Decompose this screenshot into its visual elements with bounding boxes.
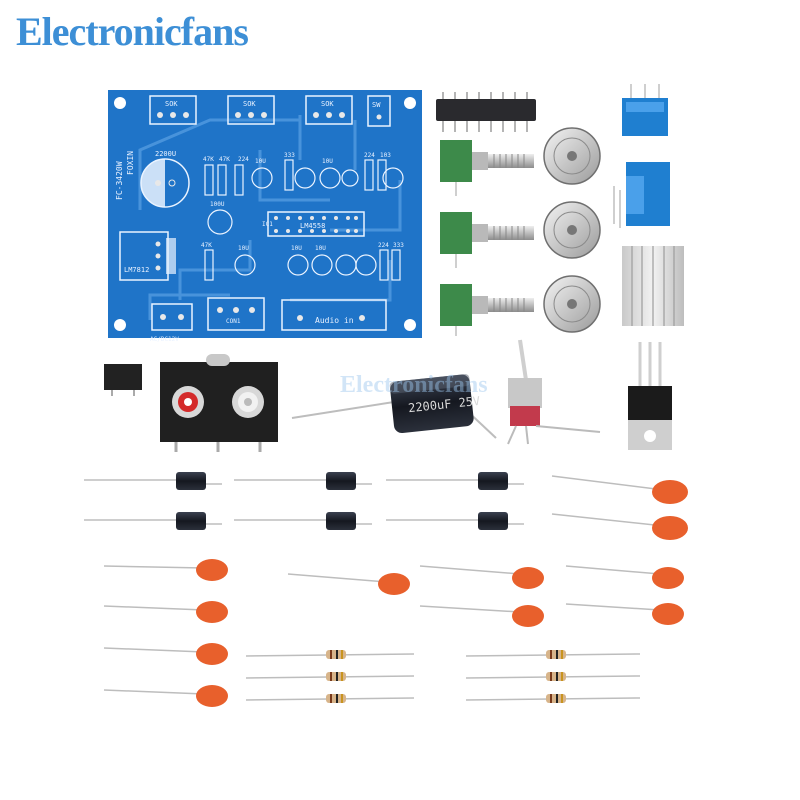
small-electrolytic-3 bbox=[386, 472, 524, 490]
svg-text:103: 103 bbox=[380, 152, 391, 159]
watermark: Electronicfans bbox=[340, 372, 488, 398]
svg-text:10U: 10U bbox=[291, 245, 302, 252]
ceramic-cap-3 bbox=[103, 559, 228, 581]
sw-label: SW bbox=[372, 101, 381, 109]
ceramic-cap-8 bbox=[419, 565, 544, 589]
svg-text:47K: 47K bbox=[203, 156, 214, 163]
sok3-label: SOK bbox=[321, 100, 334, 108]
svg-text:333: 333 bbox=[284, 152, 295, 159]
svg-text:10U: 10U bbox=[255, 158, 266, 165]
svg-text:10U: 10U bbox=[322, 158, 333, 165]
sok2-label: SOK bbox=[243, 100, 256, 108]
resistor-5 bbox=[465, 672, 641, 681]
ceramic-cap-6 bbox=[103, 685, 228, 707]
brand-mark-label: FOXIN bbox=[126, 151, 135, 175]
con-out-label: CON1 bbox=[226, 318, 241, 325]
ceramic-cap-4 bbox=[103, 601, 228, 623]
sok-connector-1: SOK bbox=[149, 95, 197, 125]
small-electrolytic-5 bbox=[234, 512, 372, 530]
svg-text:47K: 47K bbox=[219, 156, 230, 163]
svg-text:333: 333 bbox=[393, 242, 404, 249]
rca-jack bbox=[160, 354, 278, 452]
electrolytic-capacitor-large: 2200uF 25V bbox=[291, 374, 497, 439]
toggle-switch bbox=[507, 339, 601, 445]
switch-footprint: SW bbox=[367, 95, 391, 127]
big-capacitor-footprint: 2200U bbox=[140, 150, 190, 208]
small-electrolytic-1 bbox=[84, 472, 222, 490]
resistor-3 bbox=[245, 694, 415, 703]
potentiometer-1 bbox=[440, 140, 534, 196]
resistor-labels: 47K 47K 224 333 224 103 47K 224 333 bbox=[201, 152, 404, 249]
ceramic-cap-2 bbox=[551, 513, 688, 540]
svg-text:224: 224 bbox=[378, 242, 389, 249]
ceramic-cap-9 bbox=[419, 605, 544, 627]
sok1-label: SOK bbox=[165, 100, 178, 108]
ceramic-cap-5 bbox=[103, 643, 228, 665]
ic-code-label: IC1 bbox=[262, 221, 273, 228]
resistor-6 bbox=[465, 694, 641, 703]
model-label: FC-3420W bbox=[115, 161, 124, 200]
power-connector-footprint: AC/DC12V bbox=[150, 303, 193, 343]
pcb-board: SOK SOK SOK SW FC-3420W FOXIN 2200U bbox=[108, 90, 422, 343]
trimmer-pot-1 bbox=[622, 84, 668, 136]
cap-big-label: 2200U bbox=[155, 150, 176, 158]
ceramic-capacitors bbox=[103, 475, 688, 707]
resistor-2 bbox=[245, 672, 415, 681]
potentiometer-3 bbox=[440, 284, 534, 336]
ceramic-cap-7 bbox=[287, 573, 410, 595]
audio-in-label: Audio in bbox=[315, 316, 354, 325]
ic-label: LM4558 bbox=[300, 222, 325, 230]
regulator-label: LM7812 bbox=[124, 266, 149, 274]
svg-text:224: 224 bbox=[364, 152, 375, 159]
svg-text:47K: 47K bbox=[201, 242, 212, 249]
brand-logo: Electronicfans bbox=[16, 9, 249, 54]
ceramic-cap-1 bbox=[551, 475, 688, 504]
bridge-rectifier bbox=[104, 364, 142, 396]
voltage-regulator bbox=[628, 342, 672, 450]
sok-connector-2: SOK bbox=[227, 95, 275, 125]
output-connector-footprint: CON1 bbox=[207, 297, 265, 331]
knob-2 bbox=[543, 201, 601, 259]
svg-text:10U: 10U bbox=[315, 245, 326, 252]
audio-in-footprint: Audio in bbox=[281, 299, 387, 331]
power-label: AC/DC12V bbox=[150, 336, 179, 343]
resistor-4 bbox=[465, 650, 641, 659]
cap-100u-label: 100U bbox=[210, 201, 225, 208]
ic-chip bbox=[436, 92, 536, 132]
resistor-1 bbox=[245, 650, 415, 659]
small-electrolytic-4 bbox=[84, 512, 222, 530]
resistors bbox=[245, 650, 641, 703]
potentiometer-2 bbox=[440, 212, 534, 268]
heatsink bbox=[622, 246, 684, 326]
svg-text:10U: 10U bbox=[238, 245, 249, 252]
sok-connector-3: SOK bbox=[305, 95, 353, 125]
ceramic-cap-11 bbox=[565, 603, 684, 625]
trimmer-pot-2 bbox=[613, 162, 670, 228]
electrolytic-capacitors-small bbox=[84, 472, 524, 530]
ic-footprint: LM4558 IC1 bbox=[262, 211, 365, 237]
knob-1 bbox=[543, 127, 601, 185]
capacitor-labels: 10U 10U 10U 10U 10U 100U bbox=[210, 158, 333, 252]
small-electrolytic-2 bbox=[234, 472, 372, 490]
ceramic-cap-10 bbox=[565, 565, 684, 589]
knob-3 bbox=[543, 275, 601, 333]
svg-text:224: 224 bbox=[238, 156, 249, 163]
small-electrolytic-6 bbox=[386, 512, 524, 530]
regulator-footprint: LM7812 bbox=[119, 231, 176, 281]
